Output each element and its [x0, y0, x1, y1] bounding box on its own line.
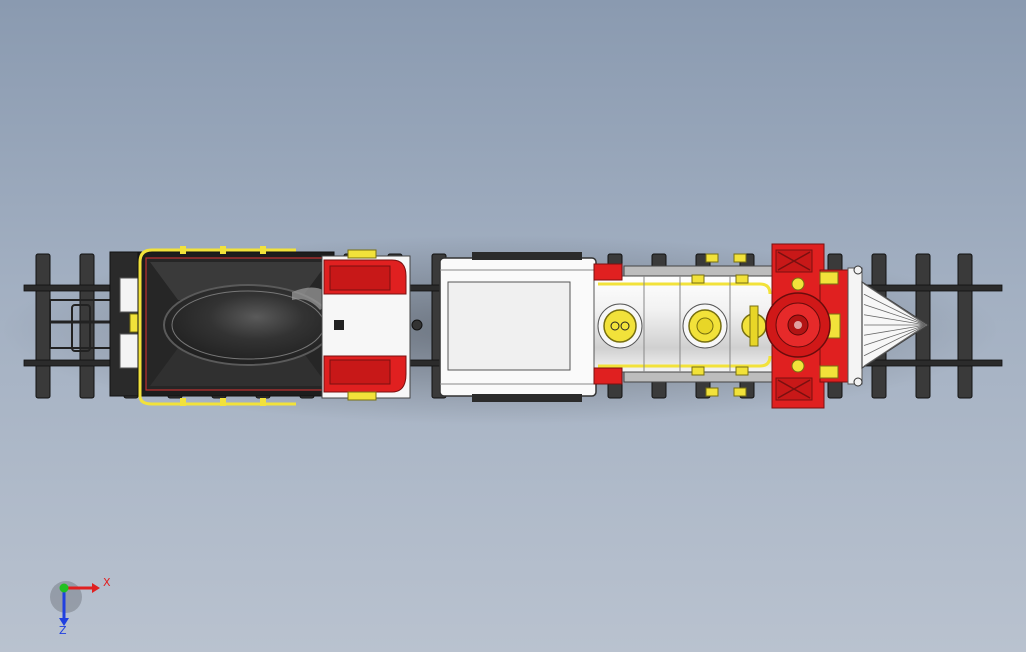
cowcatcher: [847, 265, 930, 387]
cowcatcher-bar: [863, 324, 927, 357]
loco-cab-eave-bottom: [472, 394, 582, 402]
triad-z-arrow-icon: [59, 618, 69, 626]
tender-stud: [180, 246, 186, 254]
whistle-dome: [597, 303, 643, 349]
smokebox: [765, 243, 851, 409]
tender-rear-step-top: [119, 277, 139, 313]
cowcatcher-bar: [863, 324, 927, 367]
track-tie: [35, 253, 51, 399]
drawbar-pin: [411, 319, 423, 331]
stack-fitting-top: [791, 277, 805, 291]
firebox-red-bottom: [593, 367, 623, 385]
triad-z-label: Z: [59, 624, 67, 637]
tender-rail-bottom: [138, 395, 296, 406]
triad-x-arrow-icon: [92, 583, 100, 593]
cowcatcher-bar: [863, 293, 927, 326]
cab-roof-top-panel: [329, 265, 391, 291]
tender-stud: [260, 398, 266, 406]
whistle-port-right: [620, 321, 630, 331]
boiler-fitting: [735, 274, 749, 284]
whistle-port-left: [610, 321, 620, 331]
cowcatcher-bar: [863, 314, 927, 326]
steam-dome-cap: [696, 317, 714, 335]
triad-x-label: X: [103, 576, 111, 589]
boiler-fitting: [733, 387, 747, 397]
tender-stud: [180, 398, 186, 406]
track-tie: [79, 253, 95, 399]
handrail-top: [598, 282, 772, 295]
smokebox-cross-bottom: [777, 379, 811, 399]
track-tie: [957, 253, 973, 399]
cab-roof-bottom-panel: [329, 359, 391, 385]
firebox-red-top: [593, 263, 623, 281]
boiler-fitting: [735, 366, 749, 376]
cowcatcher-bar: [863, 283, 927, 326]
tender-stud: [260, 246, 266, 254]
tender-stud: [220, 398, 226, 406]
loco-cab-eave-top: [472, 252, 582, 260]
cowcatcher-bar: [863, 324, 927, 346]
bell-yoke: [749, 305, 759, 347]
loco-cab-roof-panel: [447, 281, 571, 371]
boiler-fitting: [733, 253, 747, 263]
boiler-fitting: [705, 387, 719, 397]
cab-coupler: [334, 320, 344, 330]
cowcatcher-bolt-bottom: [853, 377, 863, 387]
cowcatcher-bars: [863, 283, 927, 367]
tender-rear-step-bottom: [119, 333, 139, 369]
cab-step-bottom: [347, 391, 377, 401]
tender-stud: [220, 246, 226, 254]
cab: [321, 249, 423, 401]
boiler: [593, 253, 779, 397]
handrail-bottom: [598, 355, 772, 368]
marker-lamp-bottom: [819, 365, 839, 379]
steam-dome: [682, 303, 728, 349]
cowcatcher-beam: [847, 267, 863, 385]
boiler-fitting: [705, 253, 719, 263]
cowcatcher-bar: [863, 324, 927, 336]
whistle-icon: [603, 309, 637, 343]
cowcatcher-bolt-top: [853, 265, 863, 275]
smokebox-cross-top: [777, 251, 811, 271]
boiler-fitting: [691, 274, 705, 284]
tender-brake: [71, 304, 91, 352]
triad-y-dot-icon: [59, 583, 69, 593]
marker-lamp-top: [819, 271, 839, 285]
cab-step-top: [347, 249, 377, 259]
boiler-fitting: [691, 366, 705, 376]
tender-rail-top: [138, 248, 296, 396]
axis-triad: X Z: [50, 576, 111, 637]
boiler-fittings: [691, 253, 749, 397]
tender-studs: [180, 246, 266, 406]
cowcatcher-bar: [863, 304, 927, 326]
stack-fitting-bottom: [791, 359, 805, 373]
smokestack-highlight: [794, 321, 802, 329]
tender: [49, 246, 335, 406]
loco-cab: [439, 252, 597, 402]
